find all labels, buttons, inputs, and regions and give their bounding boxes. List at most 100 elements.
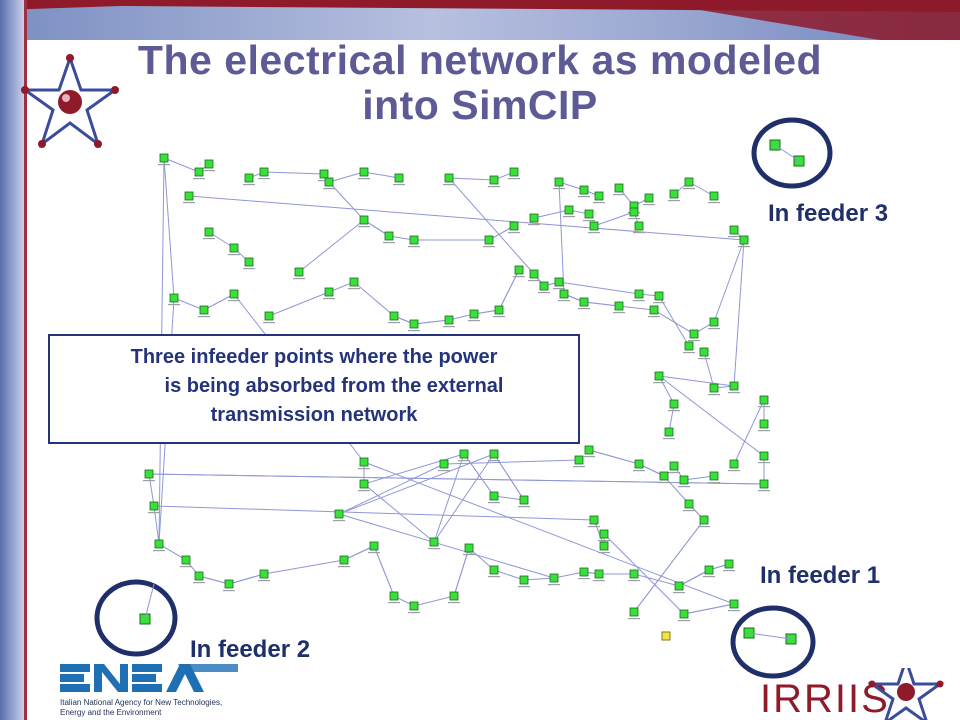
network-edge: [618, 305, 655, 311]
substation-icon: [659, 471, 669, 481]
feeder-3-label: In feeder 3: [768, 200, 889, 227]
substation-icon: [509, 221, 519, 231]
network-edge: [298, 219, 365, 273]
network-edge: [603, 533, 685, 615]
node-caption-mark: [628, 218, 640, 220]
network-edge: [658, 295, 690, 347]
left-accent-line: [24, 0, 27, 720]
substation-icon: [554, 277, 564, 287]
node-caption-mark: [528, 280, 540, 282]
feeder-2-ring: [94, 579, 178, 657]
network-edge: [658, 375, 675, 405]
svg-text:IRRIIS: IRRIIS: [760, 677, 890, 720]
node-caption-mark: [513, 276, 525, 278]
substation-icon: [259, 167, 269, 177]
node-caption-mark: [358, 468, 370, 470]
node-caption-mark: [548, 584, 560, 586]
substation-icon: [244, 173, 254, 183]
node-caption-mark: [180, 566, 192, 568]
node-caption-mark: [263, 322, 275, 324]
node-caption-mark: [518, 586, 530, 588]
node-caption-mark: [408, 612, 420, 614]
node-caption-mark: [538, 292, 550, 294]
slide-title: The electrical network as modeled into S…: [137, 37, 823, 128]
node-caption-mark: [508, 178, 520, 180]
substation-icon: [554, 177, 564, 187]
substation-icon-yellow: [661, 631, 671, 641]
network-nodes: [143, 153, 770, 641]
node-caption-mark: [383, 242, 395, 244]
node-caption-mark: [408, 330, 420, 332]
substation-icon: [339, 555, 349, 565]
node-caption-mark: [323, 188, 335, 190]
node-caption-mark: [228, 300, 240, 302]
network-edge: [188, 195, 745, 241]
substation-icon: [489, 175, 499, 185]
substation-icon: [449, 591, 459, 601]
irriis-logo: IRRIIS: [760, 668, 945, 720]
substation-icon: [409, 235, 419, 245]
substation-icon: [759, 419, 769, 429]
enea-caption-line-1: Italian National Agency for New Technolo…: [60, 698, 223, 707]
substation-icon: [159, 153, 169, 163]
feeder-3-ring: [751, 117, 833, 189]
node-caption-mark: [488, 576, 500, 578]
substation-icon: [489, 491, 499, 501]
network-edge: [678, 569, 710, 587]
network-edge: [553, 571, 585, 579]
network-edge: [453, 547, 470, 597]
network-edge: [153, 505, 160, 545]
node-caption-mark: [448, 602, 460, 604]
network-edge: [668, 403, 675, 433]
substation-icon: [649, 305, 659, 315]
enea-logo: [60, 664, 238, 692]
substation-icon: [729, 599, 739, 609]
substation-icon: [654, 291, 664, 301]
node-caption-mark: [593, 580, 605, 582]
substation-icon: [369, 541, 379, 551]
enea-caption: Italian National Agency for New Technolo…: [60, 698, 260, 718]
network-edge: [633, 519, 705, 613]
substation-icon: [204, 159, 214, 169]
network-edge: [683, 475, 715, 481]
node-caption-mark: [243, 268, 255, 270]
network-edge: [363, 171, 400, 179]
node-caption-mark: [393, 184, 405, 186]
node-caption-mark: [723, 570, 735, 572]
network-edge: [533, 209, 570, 219]
substation-icon: [709, 383, 719, 393]
substation-icon: [729, 381, 739, 391]
feeder-1-label: In feeder 1: [760, 562, 881, 589]
node-caption-mark: [158, 164, 170, 166]
node-caption-mark: [668, 410, 680, 412]
substation-icon: [669, 461, 679, 471]
substation-icon: [699, 347, 709, 357]
substation-icon: [319, 169, 329, 179]
network-edge: [328, 171, 365, 183]
network-edge: [153, 505, 595, 521]
substation-icon: [144, 469, 154, 479]
node-caption-mark: [148, 512, 160, 514]
node-caption-mark: [663, 438, 675, 440]
substation-icon: [709, 471, 719, 481]
substation-icon: [684, 499, 694, 509]
substation-icon: [169, 293, 179, 303]
substation-icon: [469, 309, 479, 319]
network-edge: [433, 453, 495, 543]
substation-icon: [484, 235, 494, 245]
node-caption-mark: [258, 580, 270, 582]
node-caption-mark: [658, 482, 670, 484]
node-caption-mark: [193, 178, 205, 180]
substation-icon: [264, 311, 274, 321]
substation-icon: [549, 573, 559, 583]
node-caption-mark: [223, 590, 235, 592]
node-caption-mark: [348, 288, 360, 290]
network-edge: [163, 157, 200, 173]
substation-icon: [294, 267, 304, 277]
node-caption-mark: [553, 188, 565, 190]
substation-icon: [409, 319, 419, 329]
substation-icon: [664, 427, 674, 437]
substation-icon: [589, 515, 599, 525]
network-edge: [363, 461, 735, 605]
substation-icon: [394, 173, 404, 183]
